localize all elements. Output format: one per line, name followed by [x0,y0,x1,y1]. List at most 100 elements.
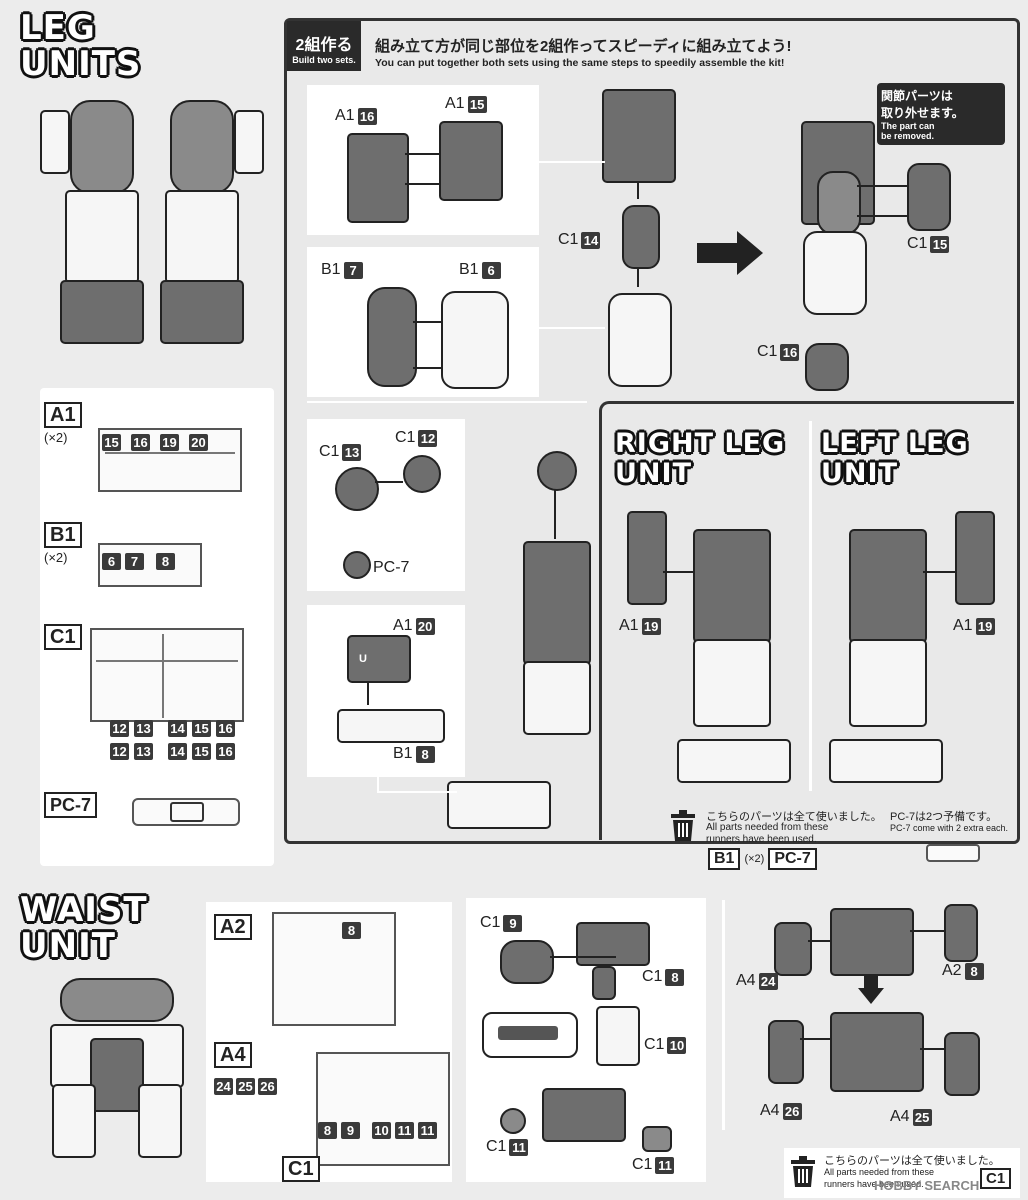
part-number: 10 [667,1036,687,1054]
step-badge-en: Build two sets. [292,55,356,65]
part-number: 7 [343,261,363,279]
runner-c1-waist-label: C1 [282,1156,320,1182]
runner-a1-multiplier: (×2) [44,430,68,445]
left-leg-title-line2: UNIT [821,458,898,489]
used-pc7: PC-7 [768,848,817,870]
leg-reference-figure [20,80,280,370]
part-number: 15 [930,235,950,253]
runner-c1-part: 13 [134,720,153,737]
leg-used-note-en-2: runners have been used. [706,834,817,845]
part-runner: C1 [558,231,579,248]
callout-bubble [482,1012,578,1058]
runner-a2-label: A2 [214,914,252,940]
waist-step1-assembly [542,1088,626,1142]
part-b1-8-shape [337,709,445,743]
waist-used-note-jp: こちらのパーツは全て使いました。 [824,1155,1000,1167]
part-number: 20 [415,617,435,635]
leg-instruction-frame: 2組作る Build two sets. 組み立て方が同じ部位を2組作ってスピー… [284,18,1020,844]
leg-extra-note-en: PC-7 come with 2 extra each. [890,823,1009,833]
runner-c1-waist-part: 11 [418,1122,437,1139]
part-runner: C1 [642,968,663,985]
part-number: 6 [481,261,501,279]
instruction-jp: 組み立て方が同じ部位を2組作ってスピーディに組み立てよう! [375,38,792,55]
waist-reference-figure [30,968,200,1168]
part-number: 9 [503,914,523,932]
part-number: 12 [418,429,438,447]
runner-a2-part: 8 [342,922,361,939]
part-a1-15-shape [439,121,503,201]
waist-used-note: こちらのパーツは全て使いました。 All parts needed from t… [784,1148,1020,1198]
runner-a1-label: A1 [44,402,82,428]
part-runner: C1 [907,235,928,252]
part-number: 13 [342,443,362,461]
assembled-leg-middle [427,451,591,831]
part-b1-6-shape [441,291,509,389]
waist-runner-panel: A2 8 A4 24 25 26 8 9 10 11 11 C1 [206,902,452,1182]
runner-c1-waist-sprue [316,1052,450,1166]
removable-note-en-2: be removed. [881,131,935,141]
leg-title: LEG UNITS [20,10,141,82]
part-c1-8-shape [576,922,650,966]
part-number: 15 [467,95,487,113]
part-runner: C1 [632,1156,653,1173]
part-c1-13-shape [335,467,379,511]
runner-c1-sprue [90,628,244,722]
part-a1-16-shape [347,133,409,223]
runner-a1-part: 16 [131,434,150,451]
waist-used-note-en-1: All parts needed from these [824,1167,935,1177]
part-runner: A1 [619,617,639,634]
part-number: 11 [655,1156,675,1174]
right-leg-title-line1: RIGHT LEG [615,428,786,459]
right-leg-title: RIGHT LEG UNIT [615,429,785,489]
runner-c1-part: 14 [168,743,187,760]
part-runner: A2 [942,962,962,979]
runner-a1-part: 15 [102,434,121,451]
runner-c1-waist-part: 11 [395,1122,414,1139]
part-number: 16 [357,107,377,125]
part-runner: A1 [335,107,355,124]
leg-extra-note-jp: PC-7は2つ予備です。 [890,811,998,823]
runner-c1-waist-part: 8 [318,1122,337,1139]
part-number: 8 [415,745,435,763]
part-runner: A1 [445,95,465,112]
waist-section: WAIST UNIT A2 8 A4 24 25 26 8 9 10 11 11… [0,878,1028,1200]
runner-a4-part: 26 [258,1078,277,1095]
trash-icon [671,810,695,841]
part-number: 8 [665,968,685,986]
runner-a4-part: 25 [236,1078,255,1095]
waist-page-mark: C1 [980,1168,1012,1189]
instruction-en: You can put together both sets using the… [375,57,785,69]
pc7-label: PC-7 [373,559,410,576]
leg-section: LEG UNITS A1 (×2) 15 16 19 20 B1 (×2) [20,10,1020,870]
removable-note-jp-2: 取り外せます。 [881,106,964,120]
removable-note-en-1: The part can [881,121,935,131]
step-badge-jp: 2組作る [295,37,353,54]
part-runner: A1 [393,617,413,634]
part-runner: C1 [319,443,340,460]
runner-pc7-sprue [132,798,240,826]
left-leg-title: LEFT LEG UNIT [821,429,969,489]
part-b1-7-shape [367,287,417,387]
runner-c1-part: 15 [192,720,211,737]
leg-units-frame [599,401,1014,840]
big-right-arrow [697,243,737,263]
runner-b1-multiplier: (×2) [44,550,68,565]
runner-c1-label: C1 [44,624,82,650]
step-badge: 2組作る Build two sets. [287,21,361,71]
runner-c1-part: 12 [110,743,129,760]
part-runner: A4 [736,972,756,989]
runner-c1-waist-part: 9 [341,1122,360,1139]
part-c1-16-shape [805,343,849,391]
part-c1-12-shape [403,455,441,493]
right-leg-title-line2: UNIT [615,458,692,489]
part-runner: C1 [480,914,501,931]
waist-title-line2: UNIT [20,926,116,966]
part-number: 8 [964,962,984,980]
